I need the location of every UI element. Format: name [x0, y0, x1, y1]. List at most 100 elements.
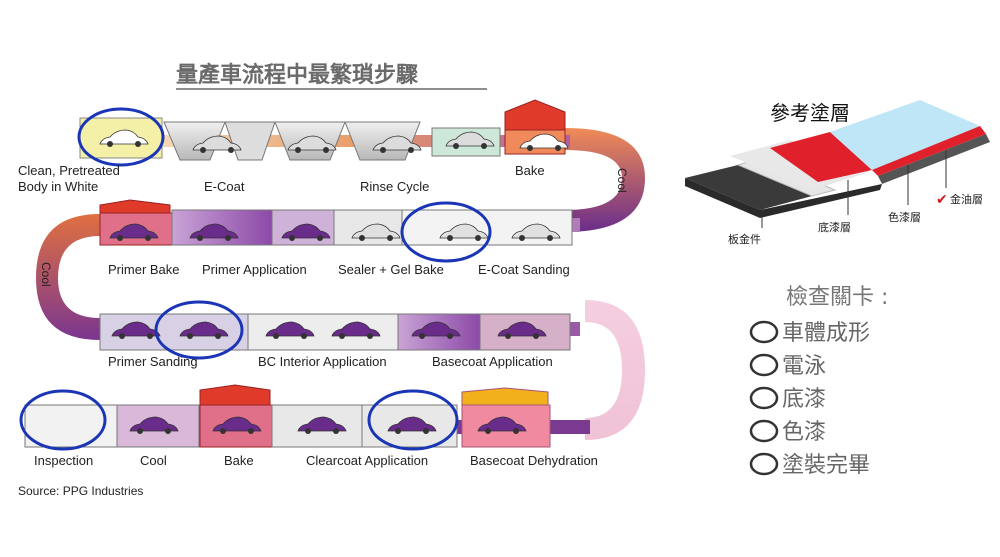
- label-ecoat: E-Coat: [204, 179, 245, 194]
- car-wheel-icon: [317, 235, 323, 241]
- car-icon: [477, 416, 527, 432]
- checkpoint-item: 底漆: [782, 387, 826, 412]
- layer-clear: [830, 100, 980, 170]
- left-arc-1: [36, 214, 100, 340]
- car-icon: [179, 321, 229, 337]
- car-wheel-icon: [387, 235, 393, 241]
- car-icon: [387, 416, 437, 432]
- layer-label-clearcoat: 金油層: [950, 192, 983, 206]
- car-wheel-icon: [447, 333, 453, 339]
- car-icon: [109, 223, 159, 239]
- label-basecoat-app: Basecoat Application: [432, 354, 553, 369]
- label-dehydration: Basecoat Dehydration: [470, 453, 598, 468]
- car-wheel-icon: [301, 333, 307, 339]
- highlight-circles: [19, 107, 492, 451]
- car-wheel-icon: [505, 333, 511, 339]
- car-wheel-icon: [248, 428, 254, 434]
- car-wheel-icon: [305, 428, 311, 434]
- car-wheel-icon: [323, 147, 329, 153]
- highlight-clearcoat: [367, 389, 459, 451]
- coating-title: 參考塗層: [770, 101, 850, 125]
- layer-label-primer: 底漆層: [818, 220, 851, 234]
- car-icon: [287, 135, 337, 151]
- car-wheel-icon: [200, 147, 206, 153]
- checkpoint-circle-icon: [749, 320, 779, 344]
- label-ecoat-sanding: E-Coat Sanding: [478, 262, 570, 277]
- car-icon: [265, 321, 315, 337]
- station-bake-roof-2: [199, 384, 271, 406]
- checkpoint-item: 電泳: [782, 354, 826, 379]
- car-icon: [281, 223, 331, 239]
- source-note: Source: PPG Industries: [18, 484, 143, 498]
- label-clearcoat: Clearcoat Application: [306, 453, 428, 468]
- car-wheel-icon: [165, 428, 171, 434]
- row1-labels: Clean, Pretreated Body in White E-Coat R…: [18, 163, 545, 194]
- car-wheel-icon: [513, 428, 519, 434]
- car-wheel-icon: [359, 235, 365, 241]
- checkpoint-item: 車體成形: [782, 321, 870, 346]
- car-wheel-icon: [423, 428, 429, 434]
- checkpoint-item: 色漆: [782, 420, 826, 445]
- row3-labels: Primer Sanding BC Interior Application B…: [108, 354, 553, 369]
- car-wheel-icon: [447, 235, 453, 241]
- label-bake-1: Bake: [515, 163, 545, 178]
- car-wheel-icon: [187, 333, 193, 339]
- highlight-primer-sanding: [154, 300, 244, 360]
- car-wheel-icon: [145, 235, 151, 241]
- station-dehydration-roof: [461, 387, 549, 406]
- highlight-inspection: [19, 389, 107, 451]
- car-icon: [519, 133, 569, 149]
- checkpoint-item: 塗裝完畢: [782, 453, 870, 478]
- car-wheel-icon: [135, 141, 141, 147]
- label-primer-app: Primer Application: [202, 262, 307, 277]
- car-wheel-icon: [519, 235, 525, 241]
- row4-labels: Inspection Cool Bake Clearcoat Applicati…: [34, 453, 598, 468]
- label-cool-right: Cool: [615, 168, 629, 193]
- row4-stations: [24, 384, 551, 448]
- car-wheel-icon: [137, 428, 143, 434]
- highlight-clean: [77, 107, 165, 167]
- car-icon: [331, 321, 381, 337]
- row1-stations: [79, 99, 566, 161]
- car-wheel-icon: [339, 333, 345, 339]
- car-wheel-icon: [555, 145, 561, 151]
- car-wheel-icon: [117, 235, 123, 241]
- checkpoint-heading: 檢查關卡 :: [786, 285, 888, 310]
- checkpoint-circle-icon: [749, 452, 779, 476]
- label-rinse: Rinse Cycle: [360, 179, 429, 194]
- car-wheel-icon: [295, 147, 301, 153]
- car-wheel-icon: [481, 143, 487, 149]
- car-wheel-icon: [215, 333, 221, 339]
- label-cool-left: Cool: [39, 262, 53, 287]
- row2-labels: Primer Bake Primer Application Sealer + …: [108, 262, 570, 277]
- label-inspection: Inspection: [34, 453, 93, 468]
- car-wheel-icon: [408, 147, 414, 153]
- car-icon: [445, 131, 495, 147]
- label-cool: Cool: [140, 453, 167, 468]
- car-wheel-icon: [107, 141, 113, 147]
- car-wheel-icon: [333, 428, 339, 434]
- car-icon: [351, 223, 401, 239]
- layer-sheet-metal: [685, 165, 812, 210]
- station-ecoat-tank: [163, 121, 226, 161]
- car-icon: [372, 135, 422, 151]
- car-icons: [99, 129, 569, 434]
- car-icon: [411, 321, 461, 337]
- car-icon: [439, 223, 489, 239]
- car-wheel-icon: [367, 333, 373, 339]
- label-primer-sanding: Primer Sanding: [108, 354, 198, 369]
- car-wheel-icon: [533, 333, 539, 339]
- station-bake-roof: [504, 99, 566, 131]
- car-wheel-icon: [147, 333, 153, 339]
- car-wheel-icon: [220, 428, 226, 434]
- checkpoint-circle-icon: [749, 353, 779, 377]
- car-wheel-icon: [119, 333, 125, 339]
- checkpoint-circle-icon: [749, 386, 779, 410]
- car-wheel-icon: [228, 147, 234, 153]
- label-bake-2: Bake: [224, 453, 254, 468]
- car-icon: [511, 223, 561, 239]
- car-icon: [192, 135, 242, 151]
- car-wheel-icon: [395, 428, 401, 434]
